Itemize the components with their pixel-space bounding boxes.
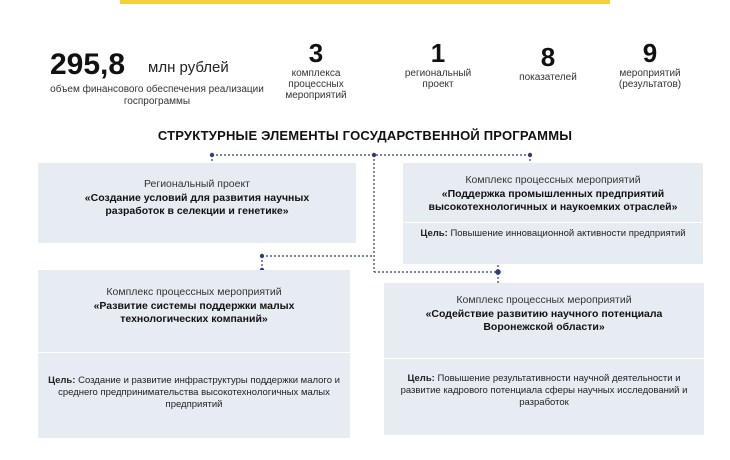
stat-indicators-caption: показателей	[519, 72, 577, 83]
funding-caption: объем финансового обеспечения реализации…	[50, 84, 264, 107]
element-scientific-potential: Комплекс процессных мероприятий «Содейст…	[384, 283, 704, 435]
element-small-tech-companies-kind: Комплекс процессных мероприятий	[106, 286, 282, 298]
element-scientific-potential-goal: Цель: Повышение результативности научной…	[384, 373, 704, 409]
funding-amount: 295,8	[50, 48, 126, 81]
element-small-tech-companies-goal: Цель: Создание и развитие инфраструктуры…	[38, 375, 350, 411]
stat-complexes: 3 комплекса процессных мероприятий	[272, 40, 360, 101]
stat-indicators-value: 8	[540, 42, 556, 72]
section-heading: СТРУКТУРНЫЕ ЭЛЕМЕНТЫ ГОСУДАРСТВЕННОЙ ПРО…	[157, 128, 573, 143]
stat-activities: 9 мероприятий (результатов)	[608, 40, 692, 90]
goal-label: Цель:	[407, 373, 435, 384]
stat-complexes-caption: комплекса процессных мероприятий	[285, 68, 347, 101]
goal-text: Создание и развитие инфраструктуры подде…	[58, 375, 340, 410]
goal-label: Цель:	[48, 375, 76, 386]
stat-activities-value: 9	[642, 38, 658, 68]
element-regional-project-kind: Региональный проект	[143, 178, 250, 190]
top-accent-bar	[120, 0, 610, 4]
goal-text: Повышение результативности научной деяте…	[400, 373, 688, 408]
element-industry-support-goal: Цель: Повышение инновационной активности…	[403, 228, 703, 240]
element-small-tech-companies-title: «Развитие системы поддержки малых технол…	[93, 300, 295, 325]
element-regional-project-title: «Создание условий для развития научных р…	[84, 192, 310, 217]
element-industry-support: Комплекс процессных мероприятий «Поддерж…	[403, 163, 703, 264]
stat-regional-project-value: 1	[430, 38, 446, 68]
goal-text: Повышение инновационной активности предп…	[450, 228, 686, 239]
stat-activities-caption: мероприятий (результатов)	[618, 68, 682, 90]
stat-regional-project: 1 региональный проект	[388, 40, 488, 90]
element-small-tech-companies: Комплекс процессных мероприятий «Развити…	[38, 270, 350, 438]
element-industry-support-title: «Поддержка промышленных предприятий высо…	[428, 188, 678, 213]
funding-unit: млн рублей	[148, 59, 229, 76]
stat-regional-project-caption: региональный проект	[404, 68, 472, 90]
element-scientific-potential-kind: Комплекс процессных мероприятий	[456, 294, 632, 306]
element-scientific-potential-title: «Содействие развитию научного потенциала…	[425, 308, 663, 333]
element-industry-support-kind: Комплекс процессных мероприятий	[465, 174, 641, 186]
goal-label: Цель:	[420, 228, 448, 239]
stat-complexes-value: 3	[308, 38, 324, 68]
stat-indicators: 8 показателей	[508, 44, 588, 83]
element-regional-project: Региональный проект «Создание условий дл…	[38, 163, 356, 243]
